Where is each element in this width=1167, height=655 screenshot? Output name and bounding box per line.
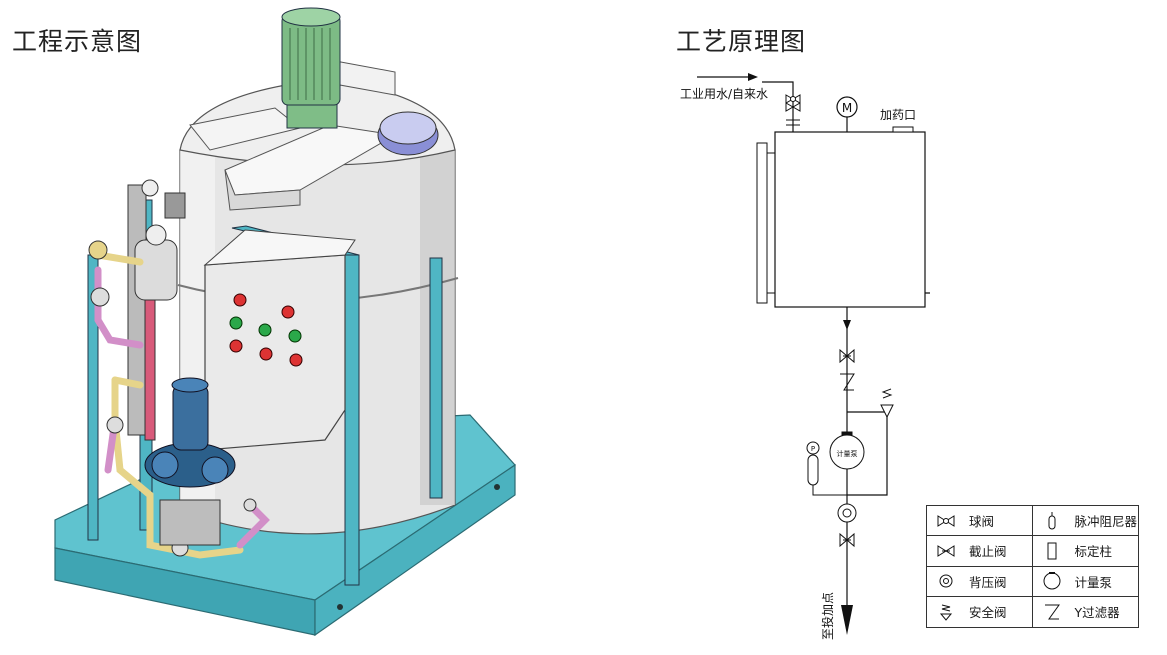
y-strainer-icon — [1041, 603, 1063, 621]
legend-item: Y过滤器 — [1033, 597, 1139, 627]
drain-line: 排污 — [925, 292, 930, 294]
pump-label: 计量泵 — [837, 449, 858, 458]
legend-item: 计量泵 — [1032, 567, 1138, 597]
legend-item: 球阀 — [927, 506, 1033, 537]
dosing-unit-illustration — [54, 7, 516, 637]
control-cabinet — [203, 229, 356, 451]
metering-pump-icon — [1041, 572, 1063, 590]
pressure-gauge-label: P — [811, 445, 815, 453]
dosing-port-label: 加药口 — [880, 108, 916, 122]
safety-valve-icon — [935, 603, 957, 621]
motor-label: M — [842, 101, 852, 115]
process-diagram-title: 工艺原理图 — [676, 27, 807, 56]
tank-lid — [377, 111, 439, 156]
globe-valve-icon — [935, 542, 957, 560]
ball-valve-icon — [935, 512, 957, 530]
outlet-line: 计量泵 P — [806, 307, 894, 635]
mixer-motor — [281, 7, 341, 129]
legend-item: 背压阀 — [927, 566, 1033, 597]
calibration-column-icon — [1041, 542, 1063, 560]
process-schematic: 工业用水/自来水 M 加药口 排污 — [680, 73, 930, 640]
pulse-damper — [134, 224, 178, 301]
legend-item: 标定柱 — [1032, 536, 1138, 567]
legend-item: 截止阀 — [927, 536, 1033, 567]
water-inlet: 工业用水/自来水 — [680, 73, 801, 132]
dosing-tank: 加药口 — [756, 108, 926, 308]
legend-item: 安全阀 — [927, 596, 1033, 627]
symbol-legend: 球阀 脉冲阻尼器 截止阀 标定柱 背压阀 计量泵 安全阀 Y过滤器 — [926, 505, 1139, 628]
engineering-diagram-title: 工程示意图 — [12, 27, 143, 56]
pulse-damper-icon — [1041, 511, 1063, 530]
metering-pump — [144, 377, 236, 546]
back-pressure-valve-icon — [935, 572, 957, 590]
outlet-label: 至投加点 — [820, 592, 835, 640]
legend-item: 脉冲阻尼器 — [1032, 506, 1138, 537]
pipework — [88, 240, 270, 559]
inlet-label: 工业用水/自来水 — [680, 87, 768, 101]
